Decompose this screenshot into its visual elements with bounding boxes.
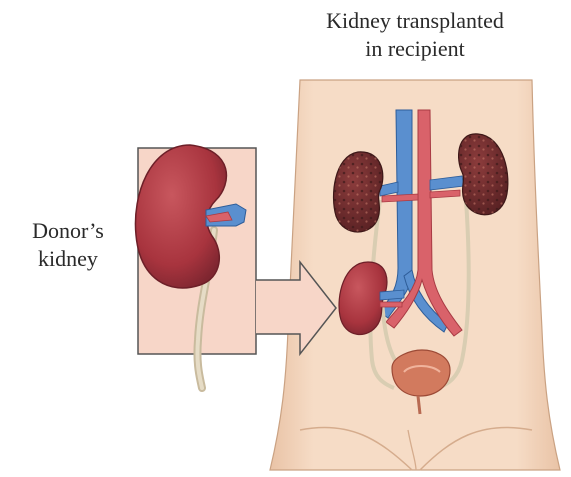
recipient-title-line2: in recipient [270,36,560,61]
recipient-old-kidney-left [334,152,383,232]
recipient-title-line1: Kidney transplanted [270,8,560,33]
donor-label-line1: Donor’s [8,218,128,243]
recipient-torso [270,80,560,470]
donor-label-line2: kidney [8,246,128,271]
